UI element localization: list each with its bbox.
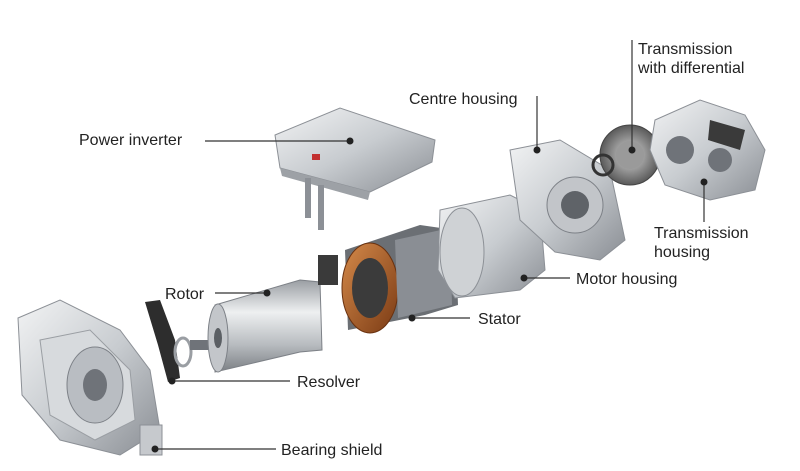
label-transmission-housing: Transmission housing xyxy=(654,225,749,261)
centre-housing-part xyxy=(509,139,626,261)
transmission-housing-part xyxy=(649,99,766,201)
bearing-shield-part xyxy=(17,299,163,456)
label-resolver: Resolver xyxy=(297,374,361,391)
leader-dots xyxy=(151,137,708,453)
label-bearing-shield: Bearing shield xyxy=(281,442,383,459)
resolver-part xyxy=(145,300,193,382)
label-transmission-with-differential: Transmission with differential xyxy=(638,41,745,77)
rotor-part xyxy=(190,279,323,373)
label-motor-housing: Motor housing xyxy=(576,271,678,288)
label-stator: Stator xyxy=(478,311,521,328)
label-rotor: Rotor xyxy=(165,286,205,303)
power-inverter-part xyxy=(274,107,436,230)
label-power-inverter: Power inverter xyxy=(79,132,183,149)
leader-lines xyxy=(155,40,705,450)
stator-part xyxy=(318,225,458,334)
label-centre-housing: Centre housing xyxy=(409,91,518,108)
motor-housing-part xyxy=(437,194,546,299)
differential-gear-part xyxy=(591,124,661,186)
